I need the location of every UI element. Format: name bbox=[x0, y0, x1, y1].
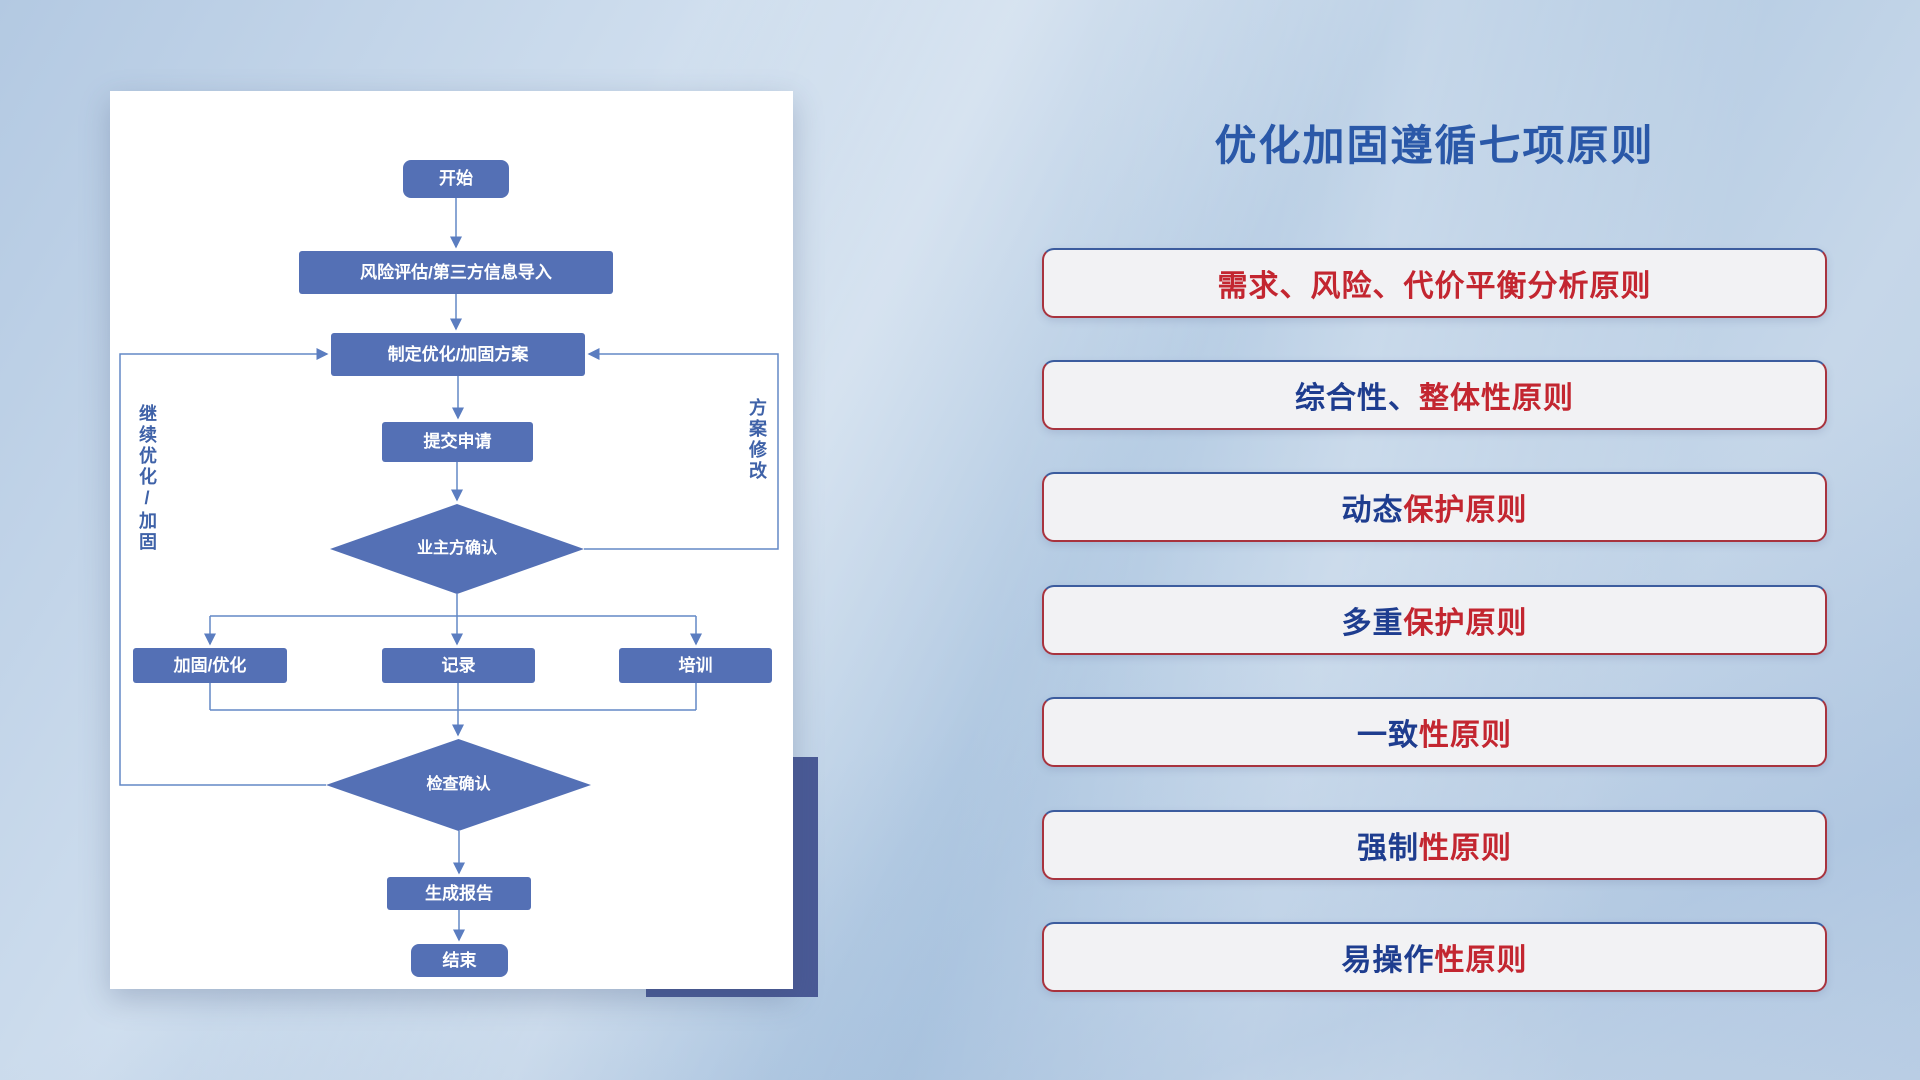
principle-box-3: 动态保护原则 bbox=[1042, 472, 1827, 542]
principle-box-4: 多重保护原则 bbox=[1042, 585, 1827, 655]
principle-text-blue: 综合性、 bbox=[1295, 382, 1419, 415]
principle-text-red: 整体性原则 bbox=[1419, 382, 1574, 415]
principle-text-red: 需求、风险、代价平衡分析原则 bbox=[1217, 270, 1652, 303]
principle-box-1: 需求、风险、代价平衡分析原则 bbox=[1042, 248, 1827, 318]
principle-box-6: 强制性原则 bbox=[1042, 810, 1827, 880]
principle-text-red: 保护原则 bbox=[1403, 494, 1528, 527]
flow-node-end: 结束 bbox=[411, 944, 508, 977]
flow-label-plan-revision: 方案修改 bbox=[747, 398, 767, 482]
flow-node-reinforce-optimize: 加固/优化 bbox=[133, 648, 287, 683]
principle-text-red: 性原则 bbox=[1419, 832, 1512, 865]
principle-box-2: 综合性、整体性原则 bbox=[1042, 360, 1827, 430]
flow-node-submit-application: 提交申请 bbox=[382, 422, 533, 462]
flowchart-edges bbox=[119, 198, 779, 942]
flow-label-continue-optimize: 继续优化/加固 bbox=[137, 404, 157, 553]
page-title: 优化加固遵循七项原则 bbox=[1214, 122, 1655, 169]
principle-text-red: 保护原则 bbox=[1403, 607, 1528, 640]
principle-text-blue: 动态 bbox=[1341, 494, 1404, 527]
principle-text-blue: 一致 bbox=[1357, 719, 1419, 752]
principle-text-blue: 多重 bbox=[1341, 607, 1404, 640]
principle-text-red: 性原则 bbox=[1434, 944, 1528, 977]
principle-text-blue: 强制 bbox=[1357, 832, 1419, 865]
principle-box-5: 一致性原则 bbox=[1042, 697, 1827, 767]
flow-node-record: 记录 bbox=[382, 648, 535, 683]
flow-node-make-plan: 制定优化/加固方案 bbox=[331, 333, 585, 376]
principle-text-red: 性原则 bbox=[1419, 719, 1512, 752]
flow-node-start: 开始 bbox=[403, 160, 509, 198]
flow-node-training: 培训 bbox=[619, 648, 772, 683]
flow-node-generate-report: 生成报告 bbox=[387, 877, 531, 910]
principle-text-blue: 易操作 bbox=[1341, 944, 1435, 977]
flowchart-card: 开始 风险评估/第三方信息导入 制定优化/加固方案 提交申请 业主方确认 加固/… bbox=[110, 91, 793, 989]
flow-node-risk-assessment: 风险评估/第三方信息导入 bbox=[299, 251, 613, 294]
principle-box-7: 易操作性原则 bbox=[1042, 922, 1827, 992]
